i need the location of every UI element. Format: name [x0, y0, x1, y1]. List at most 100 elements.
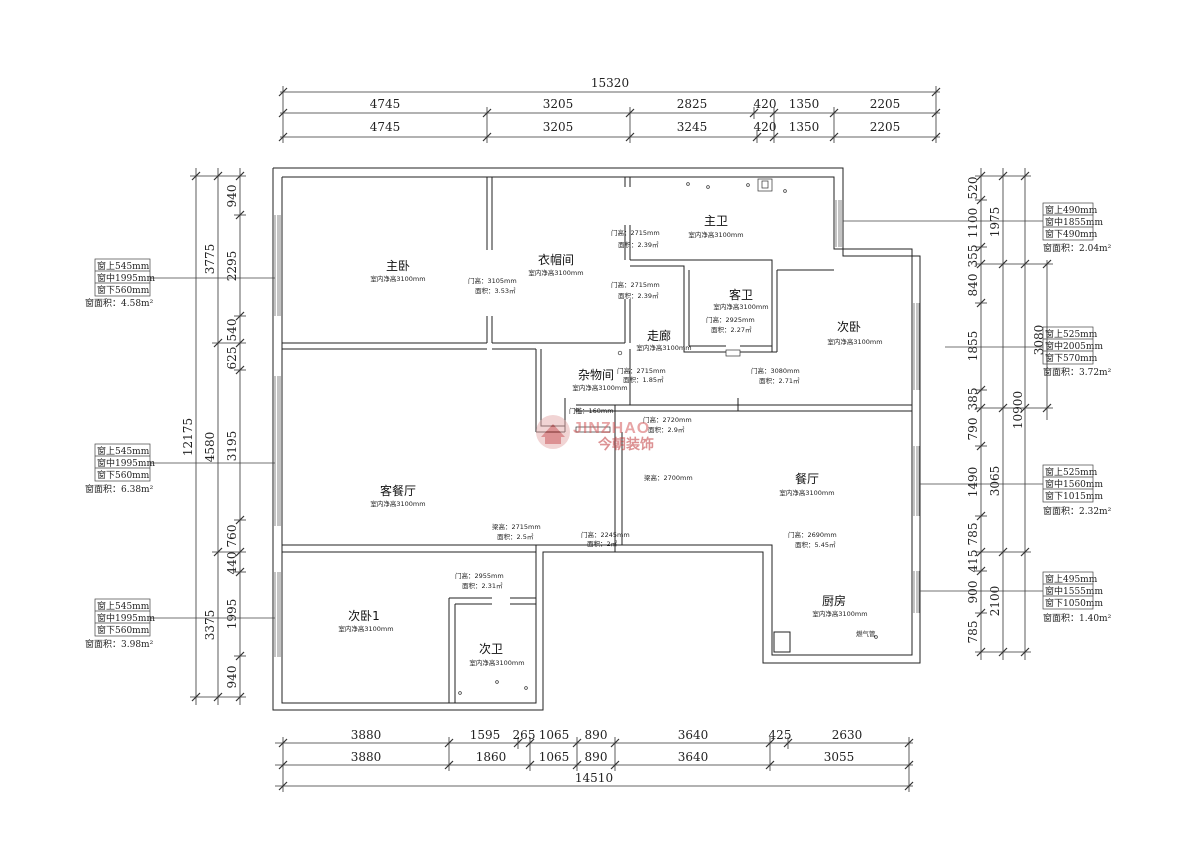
dim-top-r2-3: 420: [754, 120, 777, 134]
note-2-l1: 门高：2715mm: [611, 280, 660, 289]
window-6-mid: 窗中1560mm: [1045, 478, 1103, 490]
threshold-note: 门槛：160mm: [569, 406, 614, 415]
note-7-l2: 面积：2.5㎡: [497, 532, 534, 541]
room-bedroom1-height: 室内净高3100mm: [338, 624, 393, 633]
room-living-name: 客餐厅: [380, 483, 416, 498]
dim-bot-r1-6: 425: [769, 728, 792, 742]
dim-bot-r2-5: 3055: [824, 750, 855, 764]
bottom-dimensions: 3880 1595 265 1065 890 3640 425 2630 388…: [275, 728, 914, 792]
room-kitchen-height: 室内净高3100mm: [812, 609, 867, 618]
dim-top-r1-5: 2205: [870, 97, 901, 111]
dim-right-in-6: 790: [966, 418, 980, 441]
note-1-l1: 门高：2715mm: [611, 228, 660, 237]
top-dimensions: 15320 4745 3205 2825 420 1350 2205 4745 …: [278, 76, 941, 143]
note-9-l2: 面积：2.31㎡: [462, 581, 503, 590]
window-2-bot: 窗下560mm: [97, 469, 150, 481]
dim-right-in-2: 355: [966, 245, 980, 268]
window-2-top: 窗上545mm: [97, 445, 150, 457]
note-6-l1: 门高：2720mm: [643, 415, 692, 424]
window-3-area: 窗面积：3.98m²: [85, 638, 154, 650]
room-second-bath-height: 室内净高3100mm: [469, 658, 524, 667]
dim-top-r2-0: 4745: [370, 120, 401, 134]
dim-left-in-7: 1995: [225, 599, 239, 630]
walls: [272, 167, 921, 711]
window-5-mid: 窗中2005mm: [1045, 340, 1103, 352]
note-0-l1: 门高：3105mm: [468, 276, 517, 285]
door-area-notes: 门高：3105mm 面积：3.53㎡ 门高：2715mm 面积：2.39㎡ 门高…: [455, 228, 876, 638]
note-7-l1: 梁高：2715mm: [492, 522, 541, 531]
window-1-top: 窗上545mm: [97, 260, 150, 272]
dim-bot-r1-4: 890: [585, 728, 608, 742]
dim-left-in-5: 760: [225, 525, 239, 548]
room-guest-bath-height: 室内净高3100mm: [713, 302, 768, 311]
dim-top-r1-3: 420: [754, 97, 777, 111]
dim-right-in-8: 785: [966, 523, 980, 546]
window-7-mid: 窗中1555mm: [1045, 585, 1103, 597]
dim-right-in-10: 900: [966, 581, 980, 604]
dim-bot-r2-1: 1860: [476, 750, 507, 764]
window-label-right-3: 窗上525mm 窗中1560mm 窗下1015mm 窗面积：2.32m²: [1042, 464, 1112, 517]
note-1-l2: 面积：2.39㎡: [618, 240, 659, 249]
dim-bot-r2-4: 3640: [678, 750, 709, 764]
dim-left-mid-0: 3775: [203, 244, 217, 275]
room-storage-height: 室内净高3100mm: [572, 383, 627, 392]
window-2-area: 窗面积：6.38m²: [85, 483, 154, 495]
note-6-l2: 面积：2.9㎡: [648, 425, 685, 434]
dim-right-mid-1: 3080: [1032, 325, 1046, 356]
window-label-right-2: 窗上525mm 窗中2005mm 窗下570mm 窗面积：3.72m²: [1042, 326, 1112, 378]
room-master-bedroom-height: 室内净高3100mm: [370, 274, 425, 283]
dim-right-in-0: 520: [966, 177, 980, 200]
dim-left-in-3: 625: [225, 347, 239, 370]
dim-left-in-2: 540: [225, 319, 239, 342]
dim-bot-r1-3: 1065: [539, 728, 570, 742]
window-1-area: 窗面积：4.58m²: [85, 297, 154, 309]
room-guest-bath-name: 客卫: [729, 287, 753, 302]
dim-bot-r2-3: 890: [585, 750, 608, 764]
room-ensuite-name: 主卫: [704, 214, 728, 228]
dim-right-in-4: 1855: [966, 331, 980, 362]
dim-top-total: 15320: [591, 76, 629, 90]
dim-right-in-7: 1490: [966, 467, 980, 498]
dim-top-r1-0: 4745: [370, 97, 401, 111]
room-closet-name: 衣帽间: [538, 252, 574, 267]
dim-top-r2-1: 3205: [543, 120, 574, 134]
dim-left-in-1: 2295: [225, 251, 239, 282]
note-8-l2: 面积：2㎡: [587, 539, 618, 548]
window-6-area: 窗面积：2.32m²: [1043, 505, 1112, 517]
dim-right-in-5: 385: [966, 388, 980, 411]
window-5-bot: 窗下570mm: [1045, 352, 1098, 364]
note-9-l1: 门高：2955mm: [455, 571, 504, 580]
dim-bot-r1-5: 3640: [678, 728, 709, 742]
note-4-l1: 门高：3080mm: [751, 366, 800, 375]
fixtures: [458, 178, 878, 695]
dim-left-in-4: 3195: [225, 431, 239, 462]
room-second-bedroom-height: 室内净高3100mm: [827, 337, 882, 346]
note-10-l1: 门高：2690mm: [788, 530, 837, 539]
left-dimensions: 12175 3775 4580 3375 940 2295 540 625 31…: [181, 168, 246, 705]
dim-left-total: 12175: [181, 418, 195, 456]
window-4-area: 窗面积：2.04m²: [1043, 242, 1112, 254]
dim-right-mid-3: 2100: [988, 586, 1002, 617]
room-labels: 主卧 室内净高3100mm 衣帽间 室内净高3100mm 主卫 室内净高3100…: [338, 214, 882, 667]
room-corridor-name: 走廊: [647, 328, 671, 343]
window-7-bot: 窗下1050mm: [1045, 597, 1103, 609]
window-label-left-3: 窗上545mm 窗中1995mm 窗下560mm 窗面积：3.98m²: [85, 598, 155, 650]
dim-left-in-0: 940: [225, 185, 239, 208]
window-6-top: 窗上525mm: [1045, 466, 1098, 478]
gas-pipe-label: 燃气管: [856, 629, 876, 638]
dim-right-in-9: 415: [966, 550, 980, 573]
room-master-bedroom-name: 主卧: [386, 259, 410, 273]
note-2-l2: 面积：2.39㎡: [618, 291, 659, 300]
wall-windows: [274, 200, 920, 657]
room-corridor-height: 室内净高3100mm: [636, 343, 691, 352]
window-2-mid: 窗中1995mm: [97, 457, 155, 469]
note-0-l2: 面积：3.53㎡: [475, 286, 516, 295]
room-kitchen-name: 厨房: [822, 593, 846, 608]
dim-left-mid-2: 3375: [203, 610, 217, 641]
dim-bot-r2-0: 3880: [351, 750, 382, 764]
window-5-area: 窗面积：3.72m²: [1043, 366, 1112, 378]
note-3-l2: 面积：2.27㎡: [711, 325, 752, 334]
window-label-right-4: 窗上495mm 窗中1555mm 窗下1050mm 窗面积：1.40m²: [1042, 571, 1112, 624]
dim-bot-total: 14510: [575, 771, 613, 785]
